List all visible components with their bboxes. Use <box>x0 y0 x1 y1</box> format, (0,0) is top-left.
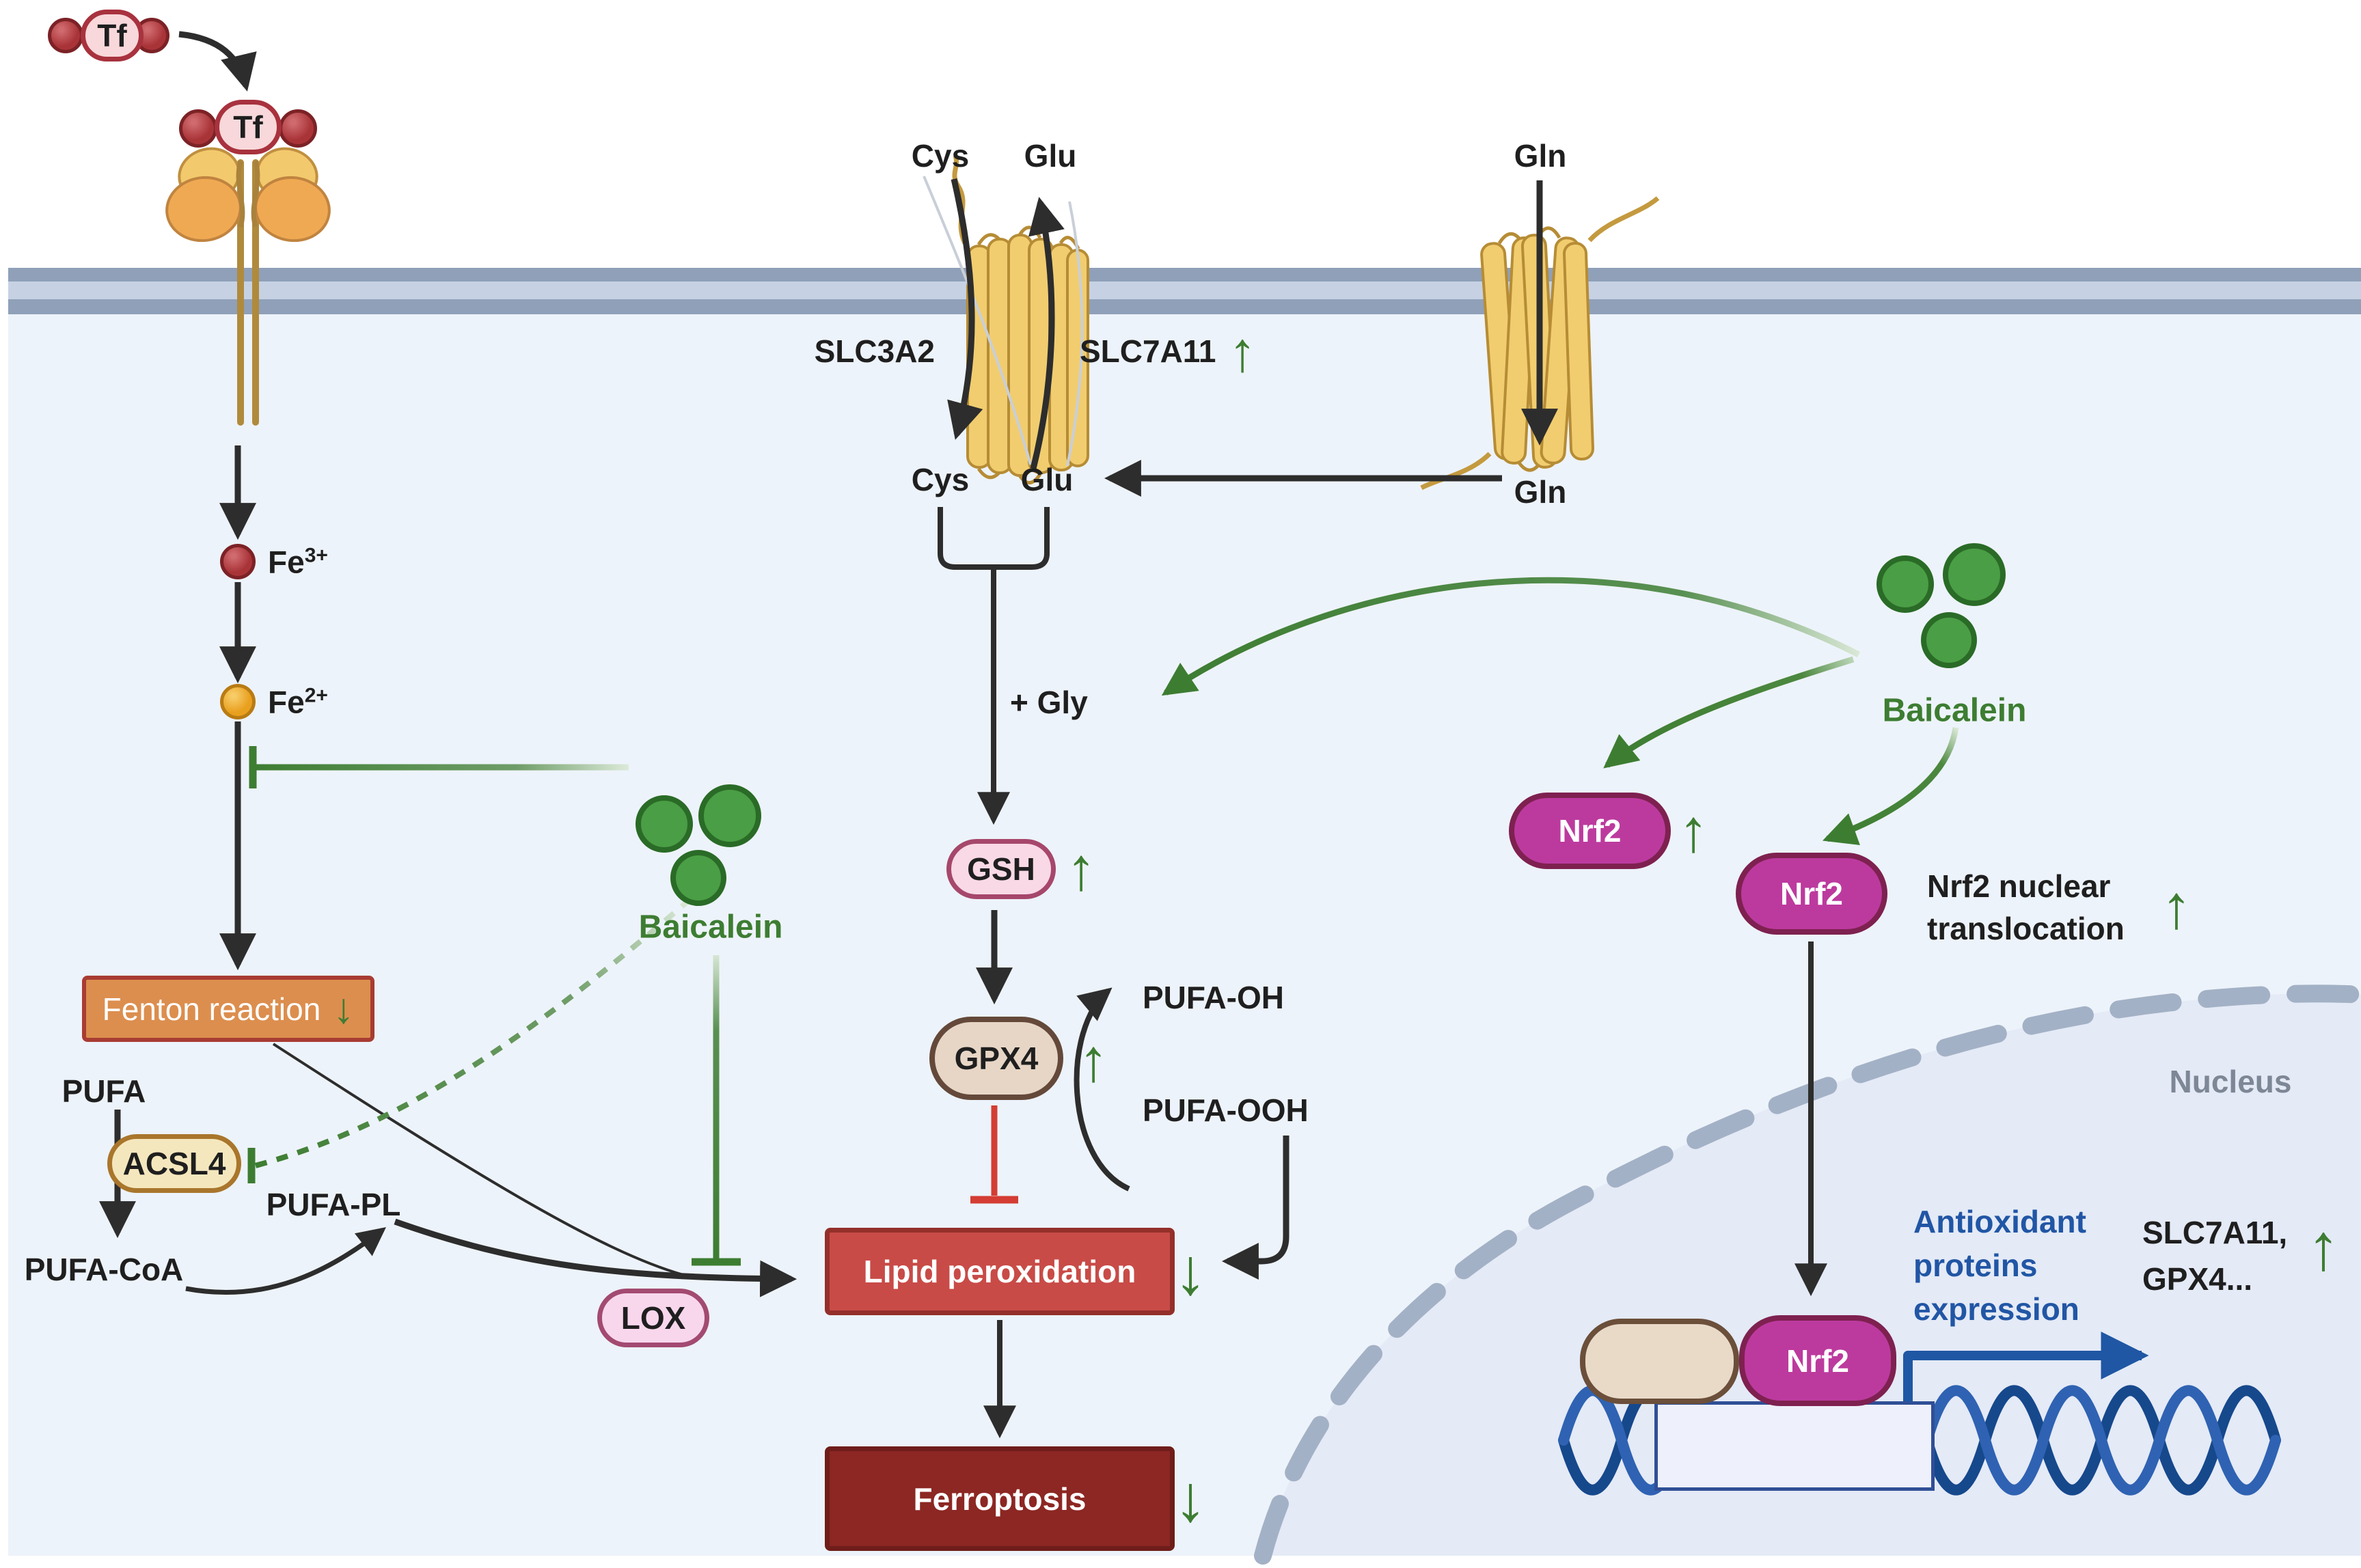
fe3-ion-icon <box>220 544 256 579</box>
nrf2-label: Nrf2 <box>1779 876 1844 911</box>
ferroptosis-label: Ferroptosis <box>913 1481 1087 1517</box>
baicalein-regulation-lines <box>247 577 1959 1266</box>
iron-ball-icon <box>179 109 217 148</box>
plasma-membrane <box>8 268 2361 314</box>
iron-ball-icon <box>48 18 83 53</box>
baicalein-label: Baicalein <box>638 909 783 946</box>
target-genes-text: SLC7A11, GPX4... <box>2142 1215 2288 1297</box>
fenton-reaction-label: Fenton reaction <box>102 991 321 1027</box>
baicalein-molecule-icon <box>636 795 693 853</box>
cys-intracellular-label: Cys <box>911 462 970 497</box>
iron-ball-icon <box>279 109 317 148</box>
baicalein-molecule-icon <box>1943 543 2006 606</box>
baicalein-molecule-icon <box>1921 612 1977 668</box>
gsh-node: GSH <box>946 839 1056 899</box>
lipid-peroxidation-box: Lipid peroxidation <box>825 1228 1175 1315</box>
pufacoa-to-pufapl-arrow <box>185 1227 386 1295</box>
down-arrow-icon: ↓ <box>1174 1235 1207 1308</box>
cys-extracellular-label: Cys <box>911 138 970 174</box>
gpx4-inhibits-lipid <box>970 1105 1018 1204</box>
baicalein-label: Baicalein <box>1882 692 2027 729</box>
fe3-label: Fe3+ <box>268 544 328 580</box>
glu-extracellular-label: Glu <box>1024 138 1077 174</box>
pufapl-to-lipid-arrow <box>394 1218 797 1297</box>
nrf2-translocation-text: Nrf2 nuclear translocation <box>1927 868 2125 946</box>
pufaooh-to-pufaoh-arrow <box>1074 987 1130 1192</box>
pufa-label: PUFA <box>62 1073 146 1109</box>
lipid-peroxidation-label: Lipid peroxidation <box>863 1254 1136 1289</box>
gsh-label: GSH <box>967 851 1035 887</box>
nrf2-cytoplasmic: Nrf2 <box>1509 793 1671 869</box>
ferroptosis-box: Ferroptosis <box>825 1446 1175 1551</box>
gln-intracellular-label: Gln <box>1514 474 1567 510</box>
pufa-ooh-label: PUFA-OOH <box>1143 1092 1309 1128</box>
nuclear-envelope-dashed-border <box>1254 985 2361 1565</box>
transferrin-receptor-icon <box>165 147 331 426</box>
up-arrow-icon: ↑ <box>2161 873 2192 941</box>
down-arrow-icon: ↓ <box>1174 1462 1207 1535</box>
plus-gly-label: + Gly <box>1010 685 1088 720</box>
down-arrow-icon: ↓ <box>333 985 355 1032</box>
baicalein-promotes-nrf2-arrow <box>1603 656 1855 769</box>
pathway-arrows <box>99 31 1827 1439</box>
nrf2-label: Nrf2 <box>1558 813 1622 849</box>
fe2-label: Fe2+ <box>268 684 328 720</box>
up-arrow-icon: ↑ <box>1078 1026 1108 1094</box>
baicalein-inhibits-acsl4-dashed <box>254 898 691 1168</box>
glu-export-arrow <box>1028 197 1065 470</box>
glu-exchange-line <box>1066 201 1084 467</box>
tf-binding-arrow <box>178 31 257 92</box>
promoter-region-box <box>1654 1401 1935 1491</box>
fenton-reaction-box: Fenton reaction ↓ <box>82 976 374 1042</box>
antioxidant-expression-text: Antioxidant proteins expression <box>1913 1204 2086 1327</box>
glu-intracellular-label: Glu <box>1020 462 1074 497</box>
nrf2-partner-protein-icon <box>1580 1319 1739 1404</box>
up-arrow-icon: ↑ <box>1066 835 1096 903</box>
baicalein-molecule-icon <box>670 850 726 906</box>
fenton-to-lipid-line <box>272 1043 684 1276</box>
up-arrow-icon: ↑ <box>1678 797 1708 864</box>
nrf2-dna-bound: Nrf2 <box>1739 1315 1896 1406</box>
up-arrow-icon: ↑ <box>2307 1211 2340 1284</box>
baicalein-promotes-gsh-arrow <box>1161 577 1861 696</box>
baicalein-molecule-icon <box>1876 555 1934 613</box>
lox-label: LOX <box>620 1300 686 1336</box>
acsl4-enzyme: ACSL4 <box>107 1134 241 1193</box>
baicalein-molecule-icon <box>698 784 761 847</box>
nrf2-label: Nrf2 <box>1786 1343 1850 1379</box>
slc7a11-label: SLC7A11 <box>1080 333 1216 369</box>
gpx4-enzyme: GPX4 <box>929 1017 1063 1100</box>
baicalein-promotes-nrf2-translocation-arrow <box>1823 727 1959 845</box>
transcription-arrow <box>1903 1332 2149 1409</box>
pufa-oh-label: PUFA-OH <box>1143 980 1284 1015</box>
cys-exchange-line <box>923 176 1032 465</box>
cys-import-arrow <box>947 178 983 440</box>
pufa-pl-label: PUFA-PL <box>266 1187 401 1222</box>
gpx4-label: GPX4 <box>954 1041 1039 1076</box>
transferrin-free: Tf <box>81 10 144 61</box>
transferrin-label: Tf <box>97 18 127 53</box>
acsl4-label: ACSL4 <box>122 1146 226 1181</box>
lox-enzyme: LOX <box>597 1289 709 1347</box>
transferrin-bound: Tf <box>215 100 282 154</box>
nrf2-translocating: Nrf2 <box>1736 853 1887 935</box>
gln-extracellular-label: Gln <box>1514 138 1567 174</box>
fe2-ion-icon <box>220 684 256 719</box>
up-arrow-icon: ↑ <box>1228 321 1257 383</box>
transferrin-label: Tf <box>233 109 263 145</box>
cys-glu-bracket <box>938 507 1050 570</box>
slc3a2-label: SLC3A2 <box>814 333 935 369</box>
pufaooh-to-lipid-arrow <box>1221 1136 1289 1280</box>
nucleus-label: Nucleus <box>2169 1064 2292 1099</box>
pufa-coa-label: PUFA-CoA <box>24 1252 184 1287</box>
